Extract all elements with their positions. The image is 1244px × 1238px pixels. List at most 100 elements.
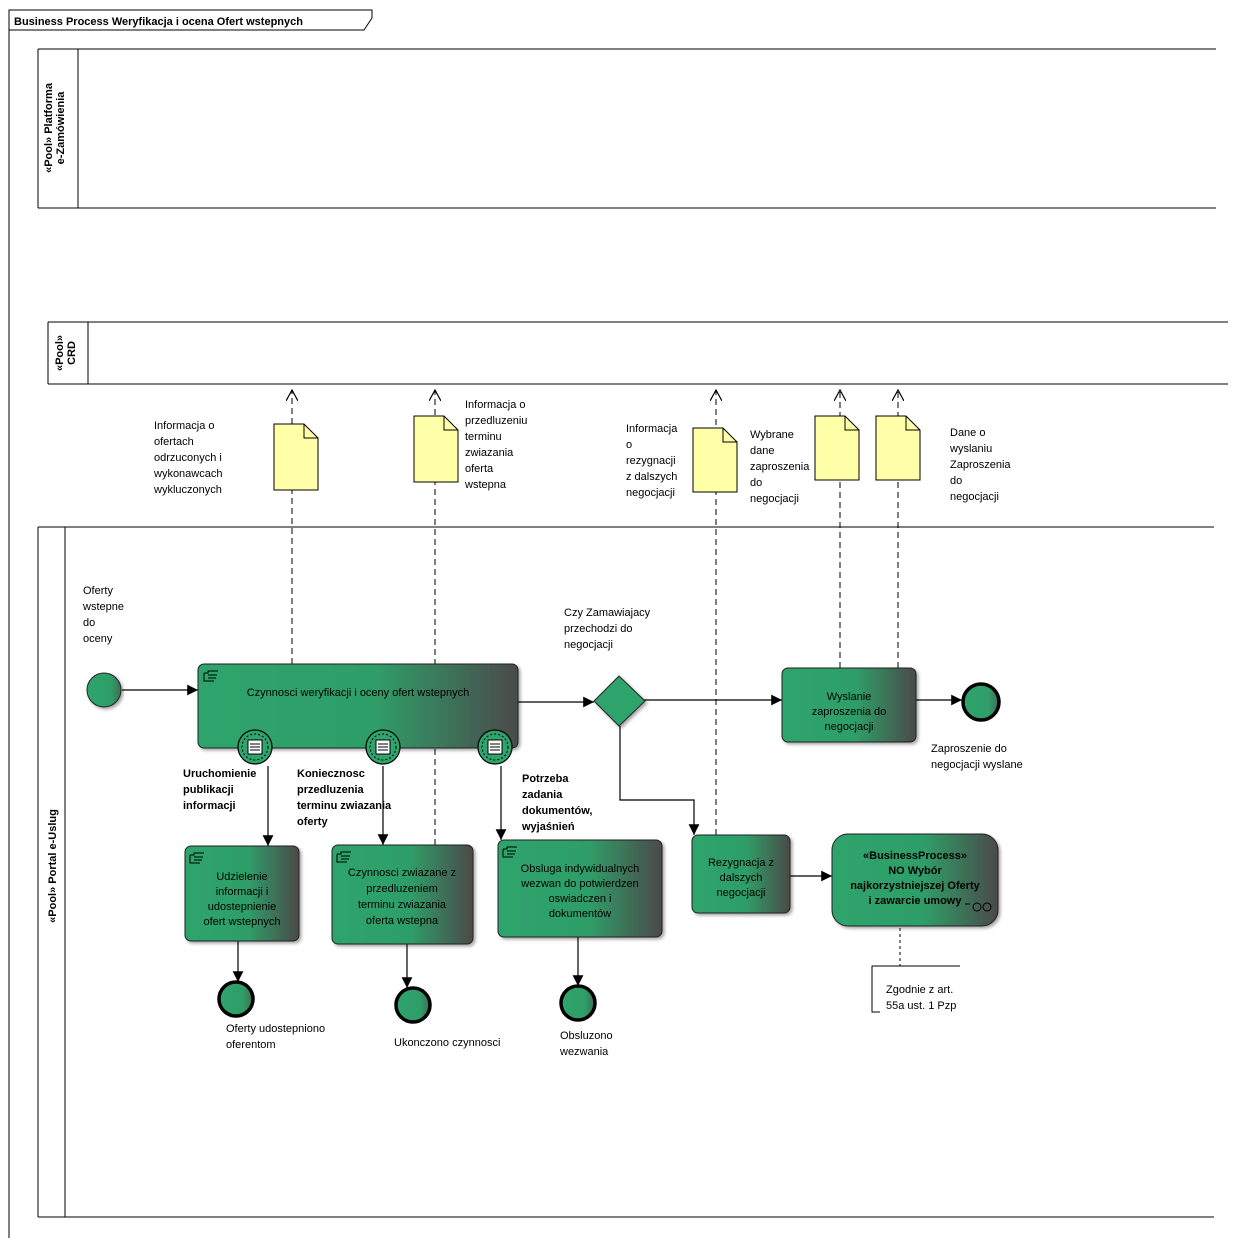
text-line: CRD [66,341,78,365]
text-line: terminu zwiazania [358,899,447,911]
task-resign-label: Rezygnacja z dalszych negocjacji [708,857,774,899]
end-event-invitation[interactable]: Zaproszenie do negocjacji wyslane [931,682,1023,771]
text-line: o [626,439,632,451]
text-line: Rezygnacja z [708,857,774,869]
text-line: oferta [465,463,494,475]
text-line: Dane o [950,427,985,439]
annotation-text: Zgodnie z art.55a ust. 1 Pzp [886,984,956,1012]
annotation: Zgodnie z art.55a ust. 1 Pzp [871,928,960,1013]
list-icon [247,739,263,755]
text-line: Informacja [626,423,678,435]
text-line: negocjacji [717,887,766,899]
flow-gateway-to-resign [619,726,700,835]
text-line: wyslaniu [949,443,992,455]
text-line: Zaproszenie do [931,743,1007,755]
text-line: Informacja o [154,420,215,432]
pool-platforma[interactable]: «Pool» Platformae-Zamówienia [37,48,1216,209]
text-line: Wybrane [750,429,794,441]
text-line: i zawarcie umowy [869,895,963,907]
pool-portal-label: «Pool» Portal e-Uslug [47,809,59,923]
text-line: Informacja o [465,399,526,411]
task-verification-label: Czynnosci weryfikacji i oceny ofert wste… [247,687,470,699]
text-line: odrzuconych i [154,452,222,464]
pool-platforma-label: «Pool» Platformae-Zamówienia [43,82,67,173]
link-icon [965,902,992,912]
text-line: oceny [83,633,113,645]
text-line: wykluczonych [153,484,222,496]
text-line: Ukonczono czynnosci [394,1037,500,1049]
text-line: negocjacji [950,491,999,503]
text-line: do [83,617,95,629]
text-line: informacji i [216,886,269,898]
boundary-event-publish[interactable]: Uruchomienie publikacji informacji [183,729,273,812]
text-line: Obsluga indywidualnych [521,863,640,875]
hand-icon [203,670,218,682]
text-line: Czy Zamawiajacy [564,607,651,619]
list-icon [375,739,391,755]
text-line: ofertach [154,436,194,448]
end-event-completed[interactable]: Ukonczono czynnosci [394,986,500,1049]
text-line: oferty [297,816,328,828]
end-invitation-label: Zaproszenie do negocjacji wyslane [931,743,1023,771]
text-line: Obsluzono [560,1030,613,1042]
text-line: Czynnosci zwiazane z [348,867,456,879]
text-line: wyjaśnień [521,821,575,833]
text-line: zwiazania [465,447,514,459]
text-line: Koniecznosc [297,768,365,780]
task-resign[interactable]: Rezygnacja z dalszych negocjacji [691,834,791,914]
pool-portal[interactable]: «Pool» Portal e-Uslug [37,526,1214,1218]
task-verification[interactable]: Czynnosci weryfikacji i oceny ofert wste… [197,663,519,749]
hand-icon [189,852,204,864]
text-line: do [950,475,962,487]
text-line: zadania [522,789,563,801]
pool-crd[interactable]: «Pool»CRD [47,321,1228,385]
text-line: publikacji [183,784,234,796]
text-line: najkorzystniejszej Oferty [850,880,980,892]
text-line: Potrzeba [522,773,569,785]
text-line: oswiadczen i [549,893,612,905]
text-line: dalszych [720,872,763,884]
text-line: «Pool» Platforma [43,82,55,173]
hand-icon [502,846,517,858]
text-line: zaproszenia do [812,706,887,718]
text-line: informacji [183,800,236,812]
end-completed-label: Ukonczono czynnosci [394,1037,500,1049]
text-line: oferentom [226,1039,276,1051]
text-line: Oferty [83,585,113,597]
text-line: «Pool» [54,335,66,371]
text-line: negocjacji wyslane [931,759,1023,771]
text-line: Uruchomienie [183,768,256,780]
text-line: negocjacji [564,639,613,651]
diagram-title: Business Process Weryfikacja i ocena Ofe… [14,16,303,28]
text-line: negocjacji [626,487,675,499]
text-line: negocjacji [825,721,874,733]
pool-crd-label: «Pool»CRD [54,335,78,371]
